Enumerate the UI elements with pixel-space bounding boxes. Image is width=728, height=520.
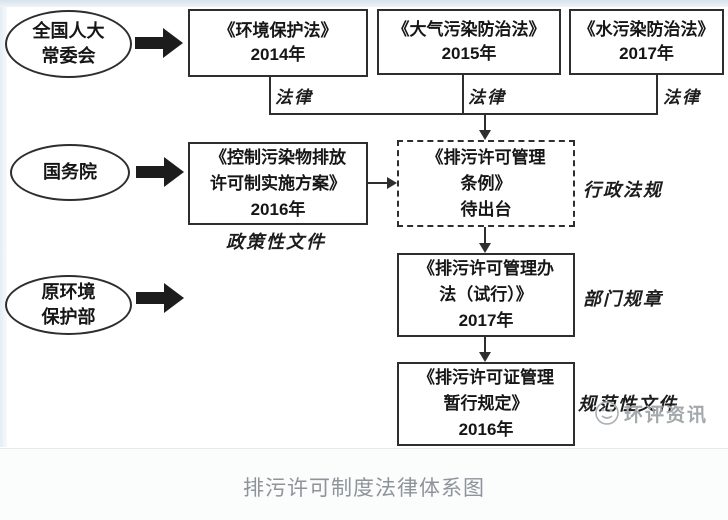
box-permit-measures: 《排污许可管理办 法（试行）》 2017年: [397, 253, 575, 337]
actor-mep-line2: 保护部: [41, 307, 96, 327]
air-law-year: 2015年: [441, 44, 497, 63]
label-law-1: 法律: [275, 88, 313, 108]
block-arrow-npc-to-laws-icon: [135, 28, 183, 58]
box-air-pollution-law: 《大气污染防治法》 2015年: [377, 9, 561, 75]
box-permit-regulation: 《排污许可管理 条例》 待出台: [397, 140, 575, 227]
permit-legal-system-diagram: 全国人大 常委会 国务院 原环境 保护部 《环境保护法》 2014年 《大气污染…: [0, 0, 728, 447]
actor-former-mep: 原环境 保护部: [5, 275, 132, 335]
permit-measures-year: 2017年: [458, 311, 514, 330]
label-law-2: 法律: [468, 88, 506, 108]
env-law-year: 2014年: [250, 45, 306, 64]
arrow-measures-to-interim-head-icon: [479, 352, 491, 362]
env-law-title: 《环境保护法》: [218, 21, 338, 40]
permit-measures-line2: 法（试行）》: [439, 285, 533, 304]
watermark-text: 环评资讯: [624, 403, 709, 426]
water-law-title: 《水污染防治法》: [578, 20, 715, 39]
actor-npc-line2: 常委会: [41, 46, 96, 66]
box-control-plan: 《控制污染物排放 许可制实施方案》 2016年: [188, 142, 368, 225]
actor-state-council-line1: 国务院: [43, 162, 97, 182]
actor-npc-standing-committee: 全国人大 常委会: [5, 10, 132, 78]
connector-drop-env-law: [269, 77, 271, 114]
permit-measures-line1: 《排污许可管理办: [418, 259, 554, 278]
caption-band: [0, 448, 728, 520]
image-edge-left: [0, 7, 7, 447]
label-administrative-regulation: 行政法规: [583, 180, 663, 201]
actor-mep-line1: 原环境: [41, 282, 96, 302]
actor-npc-line1: 全国人大: [32, 21, 105, 41]
permit-regulation-status: 待出台: [460, 199, 512, 219]
arrow-plan-to-regulation-head-icon: [387, 177, 397, 189]
control-plan-line2: 许可制实施方案》: [210, 173, 346, 193]
permit-regulation-line1: 《排污许可管理: [426, 147, 546, 167]
watermark: 环评资讯: [593, 399, 708, 427]
box-water-pollution-law: 《水污染防治法》 2017年: [569, 9, 724, 75]
image-edge-top: [0, 0, 728, 7]
arrow-regulation-to-measures-line: [484, 227, 486, 245]
arrow-regulation-to-measures-head-icon: [479, 243, 491, 253]
interim-provisions-line1: 《排污许可证管理: [418, 368, 554, 387]
permit-regulation-line2: 条例》: [460, 173, 512, 193]
arrow-laws-to-regulation-head-icon: [479, 130, 491, 140]
block-arrow-mep-icon: [136, 283, 184, 313]
arrow-laws-to-regulation-line: [484, 113, 486, 132]
box-env-protection-law: 《环境保护法》 2014年: [188, 9, 368, 77]
block-arrow-state-council-icon: [136, 157, 184, 187]
air-law-title: 《大气污染防治法》: [392, 20, 546, 39]
interim-provisions-year: 2016年: [458, 420, 514, 439]
connector-drop-water-law: [656, 75, 658, 114]
control-plan-year: 2016年: [250, 199, 306, 219]
label-policy-document: 政策性文件: [226, 232, 326, 253]
control-plan-line1: 《控制污染物排放: [210, 147, 346, 167]
water-law-year: 2017年: [619, 44, 674, 63]
actor-state-council: 国务院: [10, 144, 130, 201]
box-interim-provisions: 《排污许可证管理 暂行规定》 2016年: [397, 362, 575, 446]
label-department-rule: 部门规章: [583, 289, 663, 310]
interim-provisions-line2: 暂行规定》: [443, 394, 529, 413]
watermark-logo-icon: [595, 401, 619, 425]
diagram-caption: 排污许可制度法律体系图: [243, 477, 485, 500]
connector-drop-air-law: [462, 75, 464, 114]
label-law-3: 法律: [663, 88, 701, 108]
arrow-measures-to-interim-line: [484, 337, 486, 354]
arrow-plan-to-regulation-line: [368, 182, 389, 184]
connector-laws-merge-line: [269, 113, 658, 115]
